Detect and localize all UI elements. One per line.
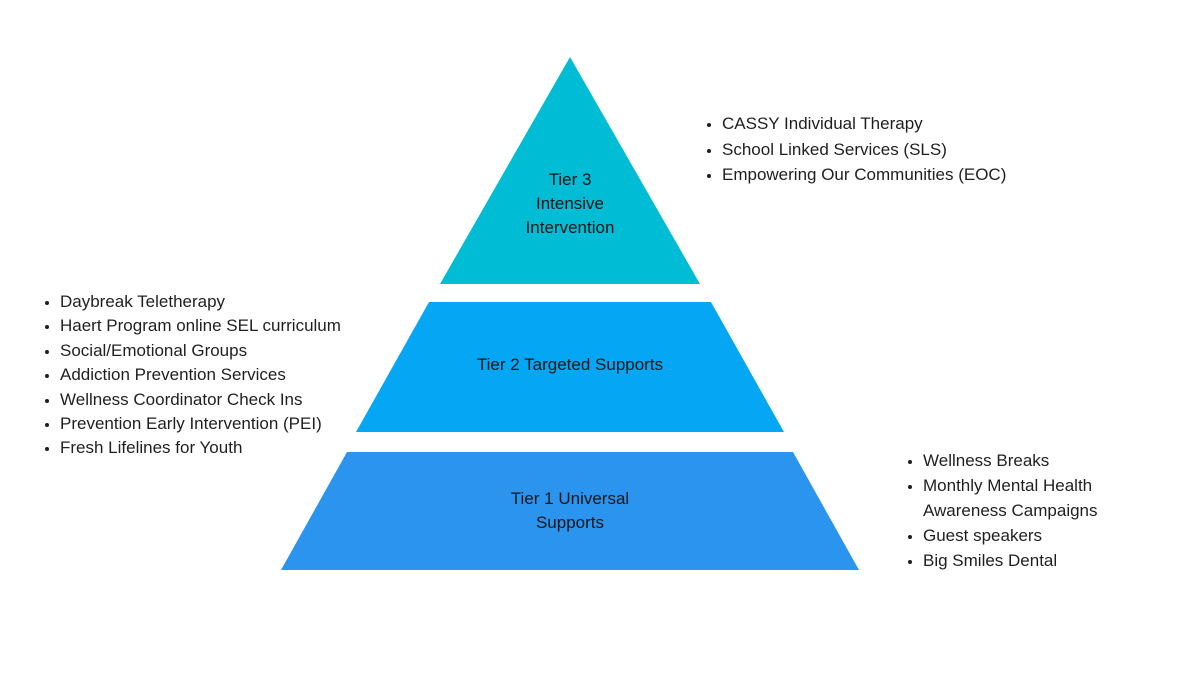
tier-3-label: Tier 3 Intensive Intervention: [525, 170, 615, 237]
list-item: Haert Program online SEL curriculum: [60, 314, 440, 338]
tier-2-shape: [356, 302, 784, 432]
list-item: Daybreak Teletherapy: [60, 290, 440, 314]
list-item: Wellness Breaks: [923, 448, 1118, 473]
list-item: Guest speakers: [923, 523, 1118, 548]
list-item: Prevention Early Intervention (PEI): [60, 412, 440, 436]
list-item: Wellness Coordinator Check Ins: [60, 388, 440, 412]
tier-2-label: Tier 2 Targeted Supports: [476, 355, 664, 374]
list-item: School Linked Services (SLS): [722, 137, 1142, 163]
tier-1-label: Tier 1 Universal Supports: [510, 489, 630, 532]
list-item: Addiction Prevention Services: [60, 363, 440, 387]
list-item: CASSY Individual Therapy: [722, 111, 1142, 137]
tier-3-services-list: CASSY Individual TherapySchool Linked Se…: [694, 111, 1142, 188]
list-item: Big Smiles Dental: [923, 548, 1118, 573]
tier-1-services-list: Wellness BreaksMonthly Mental Health Awa…: [895, 448, 1118, 573]
list-item: Fresh Lifelines for Youth: [60, 436, 440, 460]
list-item: Monthly Mental Health Awareness Campaign…: [923, 473, 1118, 523]
list-item: Empowering Our Communities (EOC): [722, 162, 1142, 188]
tier-2-services-list: Daybreak TeletherapyHaert Program online…: [32, 290, 440, 461]
list-item: Social/Emotional Groups: [60, 339, 440, 363]
tier-1-shape: [281, 452, 859, 570]
